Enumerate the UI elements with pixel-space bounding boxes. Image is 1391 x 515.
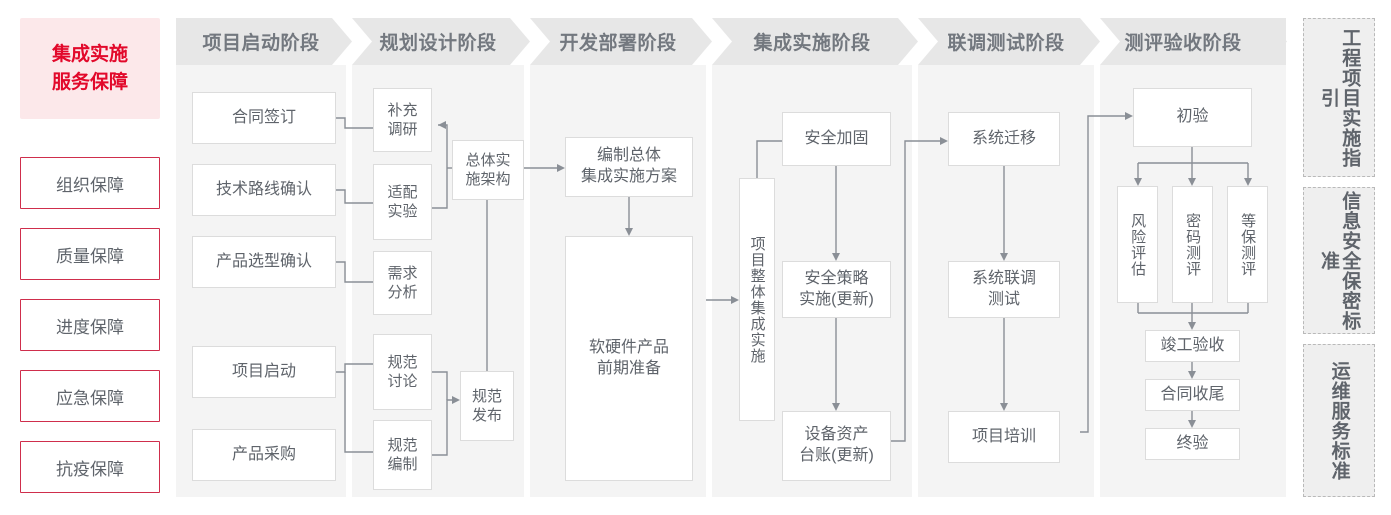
task-product-selection[interactable]: 产品选型确认: [192, 236, 336, 288]
task-spec-drafting[interactable]: 规范 编制: [373, 420, 432, 490]
task-security-policy[interactable]: 安全策略 实施(更新): [782, 261, 891, 318]
task-asset-ledger[interactable]: 设备资产 台账(更新): [782, 411, 891, 481]
hero-card-integrated-service: 集成实施 服务保障: [20, 18, 160, 119]
task-crypto-evaluation[interactable]: 密码测评: [1172, 186, 1213, 303]
task-completion-acceptance[interactable]: 竣工验收: [1145, 330, 1240, 362]
task-overall-architecture[interactable]: 总体实 施架构: [452, 140, 524, 200]
guarantee-card-org[interactable]: 组织保障: [20, 157, 160, 209]
task-requirement-analysis[interactable]: 需求 分析: [373, 251, 432, 315]
task-spec-release[interactable]: 规范 发布: [460, 371, 514, 441]
task-contract-closure[interactable]: 合同收尾: [1145, 379, 1240, 411]
task-hw-sw-preparation[interactable]: 软硬件产品 前期准备: [565, 236, 693, 481]
task-overall-integration[interactable]: 项目整体集成实施: [739, 178, 775, 421]
stage-header-joint: 联调测试阶段: [947, 33, 1065, 54]
task-supplementary-research[interactable]: 补充 调研: [373, 88, 432, 152]
task-adaptation-test[interactable]: 适配 实验: [373, 164, 432, 240]
task-risk-assessment[interactable]: 风险评估: [1117, 186, 1158, 303]
stage-header-deploy: 开发部署阶段: [559, 33, 677, 54]
stage-header-plan: 规划设计阶段: [379, 33, 497, 54]
task-mlps-evaluation[interactable]: 等保测评: [1227, 186, 1268, 303]
task-project-kickoff[interactable]: 项目启动: [192, 346, 336, 398]
stage-header-integ: 集成实施阶段: [753, 33, 871, 54]
guarantee-card-quality[interactable]: 质量保障: [20, 228, 160, 280]
stage-header-accept: 测评验收阶段: [1124, 33, 1242, 54]
task-preliminary-acceptance[interactable]: 初验: [1133, 88, 1252, 147]
task-spec-discussion[interactable]: 规范 讨论: [373, 334, 432, 410]
guarantee-card-epidemic[interactable]: 抗疫保障: [20, 441, 160, 493]
guarantee-card-emergency[interactable]: 应急保障: [20, 370, 160, 422]
standard-card-project-guide[interactable]: 工程项目实施指引: [1303, 18, 1375, 177]
task-project-training[interactable]: 项目培训: [948, 411, 1060, 463]
task-final-acceptance[interactable]: 终验: [1145, 428, 1240, 460]
task-security-hardening[interactable]: 安全加固: [782, 112, 891, 166]
task-product-purchase[interactable]: 产品采购: [192, 429, 336, 481]
task-system-migration[interactable]: 系统迁移: [948, 112, 1060, 166]
task-joint-debug-test[interactable]: 系统联调 测试: [948, 261, 1060, 318]
task-contract-signing[interactable]: 合同签订: [192, 92, 336, 144]
standard-card-ops-service[interactable]: 运维服务标准: [1303, 344, 1375, 497]
stage-header-start: 项目启动阶段: [202, 33, 320, 54]
standard-card-security-confid[interactable]: 信息安全保密标准: [1303, 187, 1375, 334]
guarantee-card-schedule[interactable]: 进度保障: [20, 299, 160, 351]
task-tech-route-confirm[interactable]: 技术路线确认: [192, 164, 336, 216]
task-compile-integration-plan[interactable]: 编制总体 集成实施方案: [565, 137, 693, 197]
